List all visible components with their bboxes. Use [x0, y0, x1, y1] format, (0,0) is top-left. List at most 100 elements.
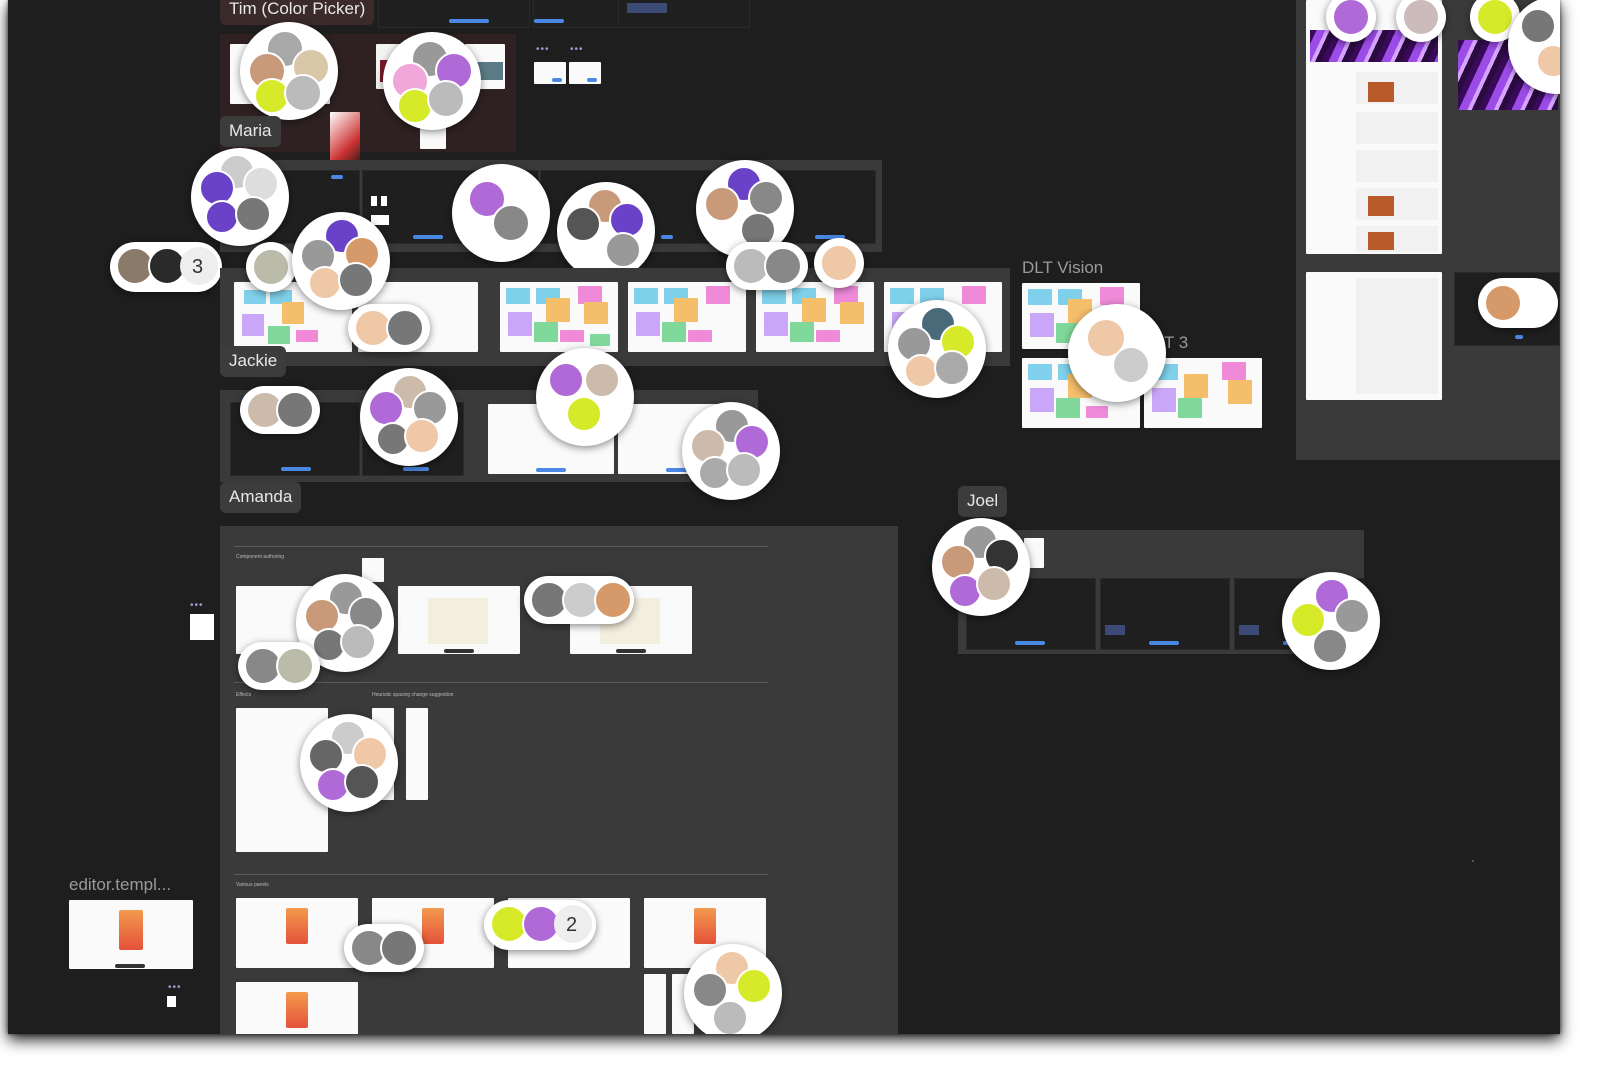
avatar-cluster-maria-4[interactable]	[696, 160, 794, 258]
frame-content	[428, 598, 488, 644]
avatar-cluster-right-1[interactable]	[1326, 0, 1376, 42]
frame-content	[706, 286, 730, 304]
avatar	[976, 566, 1012, 602]
section-label-jackie[interactable]: Jackie	[220, 346, 287, 377]
avatar-cluster-jackie-3[interactable]	[814, 238, 864, 288]
facepile-left[interactable]: 3	[110, 242, 222, 292]
frame-content	[584, 302, 608, 324]
frame-content	[506, 288, 530, 304]
avatar-cluster-jackie-ui-1[interactable]	[360, 368, 458, 466]
facepile-jackie-2[interactable]	[726, 242, 808, 290]
frame-content	[234, 682, 768, 683]
avatar	[308, 738, 344, 774]
avatar-cluster-jackie-1[interactable]	[246, 242, 296, 292]
frame-content	[634, 288, 658, 304]
frame-content	[286, 992, 308, 1028]
frame-content	[115, 964, 145, 968]
frame-content	[1239, 625, 1259, 635]
design-canvas[interactable]: Tim (Color Picker) ••• ••• Maria	[8, 0, 1560, 1034]
frame-content	[234, 546, 768, 547]
section-label-maria[interactable]: Maria	[220, 116, 281, 147]
facepile-amanda-2[interactable]	[524, 576, 634, 624]
section-label-editor-template[interactable]: editor.templ...	[69, 875, 172, 894]
frame-tiny-bottom[interactable]	[167, 996, 176, 1007]
avatar-cluster-maria-3[interactable]	[557, 182, 655, 280]
facepile-right-dark-frame[interactable]	[1478, 278, 1558, 328]
frame-top-3[interactable]	[618, 0, 750, 28]
avatar	[1520, 8, 1556, 44]
facepile-jackie-1[interactable]	[348, 304, 430, 352]
avatar	[354, 309, 392, 347]
more-menu-icon[interactable]: •••	[168, 982, 182, 993]
section-label-dlt-3[interactable]: T 3	[1164, 333, 1189, 352]
more-menu-icon[interactable]: •••	[536, 44, 550, 55]
section-label-tim[interactable]: Tim (Color Picker)	[220, 0, 375, 25]
frame-content	[281, 467, 311, 471]
section-right-docs[interactable]	[1296, 0, 1560, 460]
avatar-cluster-amanda-2[interactable]	[300, 714, 398, 812]
frame-content	[268, 326, 290, 344]
frame-content	[296, 330, 318, 342]
avatar	[492, 204, 530, 242]
avatar-cluster-tim-1[interactable]	[240, 22, 338, 120]
frame-content	[816, 330, 840, 342]
frame-content	[236, 898, 358, 968]
section-label-dlt-vision[interactable]: DLT Vision	[1022, 258, 1104, 277]
avatar	[1334, 598, 1370, 634]
avatar-cluster-jackie-ui-3[interactable]	[682, 402, 780, 500]
avatar	[565, 206, 601, 242]
frame-tiny-left[interactable]	[190, 614, 214, 640]
avatar	[566, 396, 602, 432]
frame-content	[1100, 287, 1124, 305]
avatar	[205, 200, 239, 234]
frame-content	[119, 910, 143, 950]
avatar	[934, 350, 970, 386]
facepile-amanda-3[interactable]	[344, 924, 424, 972]
frame-content	[1356, 150, 1438, 182]
avatar	[284, 74, 322, 112]
section-label-amanda[interactable]: Amanda	[220, 482, 302, 513]
frame-content	[627, 3, 667, 13]
frame-content	[1056, 398, 1080, 418]
frame-content	[1515, 335, 1523, 339]
avatar-cluster-joel-1[interactable]	[932, 518, 1030, 616]
frame-editor-template[interactable]	[69, 900, 193, 969]
frame-content	[688, 330, 712, 342]
avatar	[820, 244, 858, 282]
avatar	[904, 354, 938, 388]
avatar	[704, 186, 740, 222]
frame-content	[962, 286, 986, 304]
avatar	[1332, 0, 1370, 36]
avatar	[726, 452, 762, 488]
avatar-cluster-joel-2[interactable]	[1282, 572, 1380, 670]
frame-dlt-3[interactable]	[1144, 358, 1262, 428]
frame-content	[636, 312, 660, 336]
facepile-amanda-1[interactable]	[238, 642, 320, 690]
more-menu-icon[interactable]: •••	[190, 600, 204, 611]
frame-content	[1306, 272, 1442, 400]
avatar	[338, 262, 374, 298]
section-label-joel[interactable]: Joel	[958, 486, 1008, 517]
avatar-cluster-tim-2[interactable]	[383, 32, 481, 130]
facepile-various-panels[interactable]: 2	[484, 900, 596, 950]
frame-top-1[interactable]	[378, 0, 530, 28]
avatar-cluster-maria-1[interactable]	[191, 148, 289, 246]
facepile-jackie-ui[interactable]	[240, 386, 320, 434]
avatar-cluster-jackie-2[interactable]	[292, 212, 390, 310]
avatar-cluster-amanda-3[interactable]	[684, 944, 782, 1034]
avatar-cluster-dlt[interactable]	[1068, 304, 1166, 402]
avatar-cluster-jackie-ui-2[interactable]	[536, 348, 634, 446]
frame-content	[1184, 374, 1208, 398]
frame-small-1[interactable]	[534, 62, 566, 84]
frame-content	[234, 874, 768, 875]
avatar-cluster-maria-2[interactable]	[452, 164, 550, 262]
avatar	[244, 647, 282, 685]
avatar-cluster-right-2[interactable]	[1396, 0, 1446, 42]
overflow-count: 3	[192, 256, 204, 278]
frame-small-2[interactable]	[569, 62, 601, 84]
avatar	[252, 248, 290, 286]
avatar-cluster-jackie-4[interactable]	[888, 300, 986, 398]
frame-content	[381, 196, 387, 206]
frame-content	[1028, 364, 1052, 380]
more-menu-icon[interactable]: •••	[570, 44, 584, 55]
